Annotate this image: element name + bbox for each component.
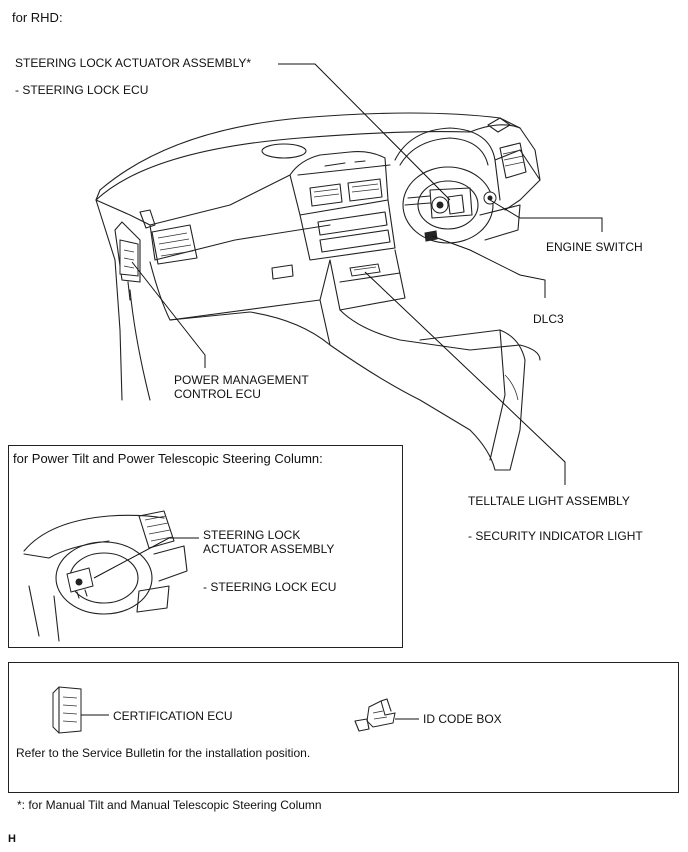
security-indicator-label: - SECURITY INDICATOR LIGHT <box>468 529 643 543</box>
inset-steering-lock-ecu-label: - STEERING LOCK ECU <box>203 580 337 594</box>
steering-lock-actuator-label: STEERING LOCK ACTUATOR ASSEMBLY* <box>15 56 252 70</box>
certification-ecu-label: CERTIFICATION ECU <box>113 709 233 723</box>
legend-box: CERTIFICATION ECU ID CODE BOX Refer to t… <box>8 662 679 793</box>
inset-steering-lock-label-1: STEERING LOCK <box>203 528 301 542</box>
legend-illustration <box>52 686 419 734</box>
corner-mark: H <box>8 833 16 845</box>
power-tilt-inset-box: for Power Tilt and Power Telescopic Stee… <box>8 445 403 648</box>
inset-illustration <box>23 510 199 642</box>
id-code-box-label: ID CODE BOX <box>423 712 502 726</box>
id-code-box-icon <box>366 700 396 728</box>
steering-lock-ecu-label: - STEERING LOCK ECU <box>15 83 149 97</box>
footnote: *: for Manual Tilt and Manual Telescopic… <box>17 798 322 812</box>
inset-title: for Power Tilt and Power Telescopic Stee… <box>13 451 323 466</box>
power-management-label-1: POWER MANAGEMENT <box>174 373 309 387</box>
certification-ecu-icon <box>52 686 82 734</box>
inset-steering-lock-label-2: ACTUATOR ASSEMBLY <box>203 542 335 556</box>
dlc3-label: DLC3 <box>533 312 564 326</box>
engine-switch-label: ENGINE SWITCH <box>546 240 643 254</box>
page-title: for RHD: <box>12 10 63 25</box>
installation-note: Refer to the Service Bulletin for the in… <box>16 746 311 760</box>
power-management-label-2: CONTROL ECU <box>174 387 261 401</box>
telltale-light-label: TELLTALE LIGHT ASSEMBLY <box>468 494 630 508</box>
